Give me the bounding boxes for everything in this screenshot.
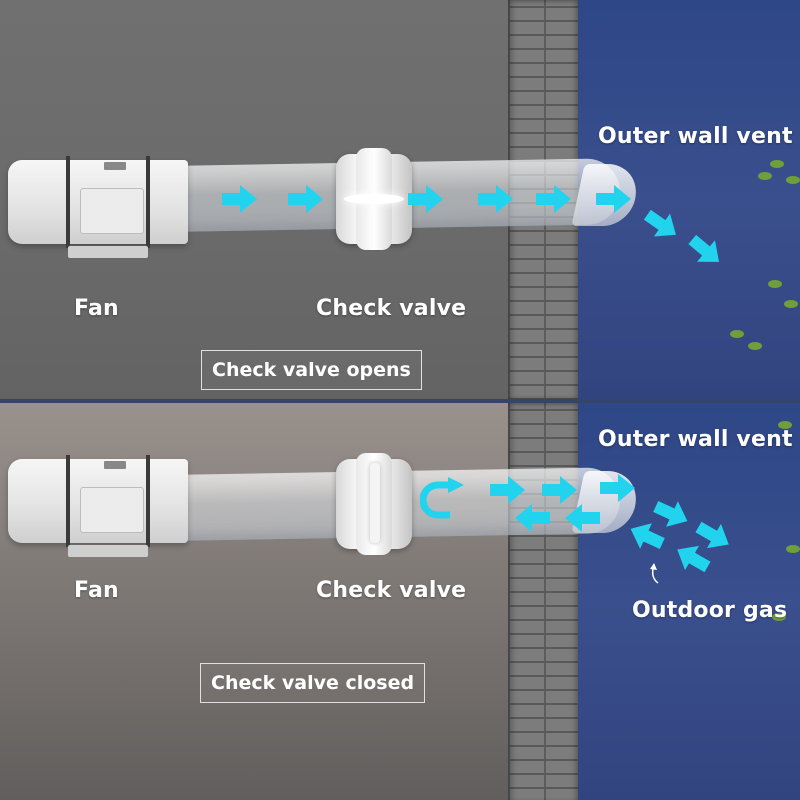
airflow-arrow-icon [222, 184, 258, 214]
fan-strap [146, 156, 150, 248]
airflow-arrow-icon [691, 514, 737, 558]
fan-mount [68, 545, 148, 557]
leaf-icon [786, 545, 800, 553]
fan-label: Fan [74, 296, 119, 321]
backflow-arrow-icon [514, 503, 550, 533]
leaf-icon [786, 176, 800, 184]
fan-junction-box [80, 188, 144, 234]
fan-nameplate [104, 461, 126, 469]
panel-divider [0, 399, 800, 405]
outdoor-gas-arrow-icon [669, 536, 715, 580]
airflow-arrow-icon [683, 228, 730, 274]
leaf-icon [784, 300, 798, 308]
airflow-arrow-icon [596, 184, 632, 214]
fan-strap [146, 455, 150, 547]
airflow-arrow-icon [639, 202, 686, 247]
check-valve [336, 453, 412, 555]
outer-wall-vent-label: Outer wall vent [598, 427, 793, 452]
fan-label: Fan [74, 578, 119, 603]
backflow-arrow-icon [564, 503, 600, 533]
caption-check-valve-opens: Check valve opens [201, 350, 422, 390]
airflow-arrow-icon [600, 473, 636, 503]
top-panel-check-valve-open: Fan Check valve Outer wall vent Check va… [0, 0, 800, 400]
outdoor-sky [578, 403, 800, 800]
caption-check-valve-closed: Check valve closed [200, 663, 426, 703]
fan-strap [66, 156, 70, 248]
airflow-arrow-icon [490, 475, 526, 505]
valve-flap-open [344, 194, 404, 204]
u-turn-arrow-icon [420, 477, 466, 523]
leaf-icon [770, 160, 784, 168]
airflow-arrow-icon [408, 184, 444, 214]
airflow-arrow-icon [542, 475, 578, 505]
airflow-arrow-icon [478, 184, 514, 214]
check-valve-label: Check valve [316, 578, 467, 603]
leaf-icon [772, 613, 786, 621]
airflow-arrow-icon [536, 184, 572, 214]
outer-wall-vent-label: Outer wall vent [598, 124, 793, 149]
leaf-icon [730, 330, 744, 338]
airflow-arrow-icon [288, 184, 324, 214]
valve-flap-closed [370, 463, 380, 543]
leaf-icon [768, 280, 782, 288]
fan-junction-box [80, 487, 144, 533]
outdoor-gas-arrow-icon [623, 515, 668, 557]
check-valve [336, 148, 412, 250]
brick-wall [508, 403, 580, 800]
outdoor-gas-label: Outdoor gas [632, 598, 788, 623]
fan-mount [68, 246, 148, 258]
fan-nameplate [104, 162, 126, 170]
inline-fan [8, 455, 188, 557]
inline-fan [8, 156, 188, 258]
leaf-icon [758, 172, 772, 180]
bottom-panel-check-valve-closed: Fan Check valve Outer wall vent Outdoor … [0, 403, 800, 800]
pointer-arrow-icon [646, 563, 662, 589]
airflow-arrow-icon [649, 493, 694, 535]
fan-strap [66, 455, 70, 547]
check-valve-label: Check valve [316, 296, 467, 321]
leaf-icon [748, 342, 762, 350]
leaf-icon [778, 421, 792, 429]
